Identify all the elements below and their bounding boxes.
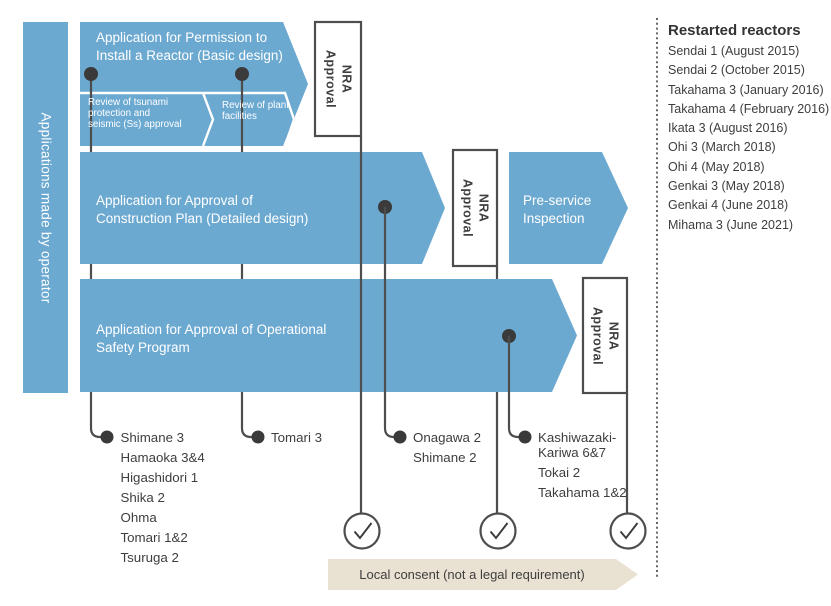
- nra-approval-box-2: [451, 148, 499, 268]
- sub-review-dividers: [80, 91, 296, 147]
- connector-safety-list: [507, 336, 519, 439]
- list-dot: [393, 430, 407, 444]
- plant-review-reactor-list: Tomari 3: [271, 430, 322, 450]
- milestone-dot: [84, 67, 98, 81]
- review-tsunami-label: Review of tsunami protection and seismic…: [88, 96, 182, 130]
- check-circle-1: [343, 512, 381, 550]
- restarted-reactors-list: Sendai 1 (August 2015) Sendai 2 (October …: [668, 44, 829, 237]
- list-dot: [251, 430, 265, 444]
- list-item: Sendai 2 (October 2015): [668, 63, 805, 78]
- consent-checks: [343, 512, 647, 550]
- list-item: Onagawa 2: [413, 429, 482, 445]
- list-item: Ohi 3 (March 2018): [668, 140, 776, 155]
- stage1-title: Application for Permission to Install a …: [96, 30, 283, 63]
- check-icon: [489, 522, 509, 540]
- review-plant-label: Review of plant facilities: [222, 99, 289, 122]
- operator-bar: [23, 22, 68, 393]
- list-item: Sendai 1 (August 2015): [668, 44, 800, 58]
- restarted-reactors-title: Restarted reactors: [668, 21, 801, 39]
- check-icon: [353, 522, 373, 540]
- list-item: Takahama 3 (January 2016): [668, 82, 824, 97]
- list-item: Hamaoka 3&4: [120, 449, 205, 465]
- local-consent-label: Local consent (not a legal requirement): [359, 567, 585, 582]
- list-item: Tomari 3: [271, 429, 322, 445]
- nra-approval-label-1: NRA Approval: [324, 49, 354, 109]
- stage1-milestones: [84, 67, 249, 146]
- list-item: Tokai 2: [538, 464, 581, 480]
- stage2-arrow: [80, 152, 445, 264]
- list-dots: [100, 430, 532, 444]
- check-circle-2: [479, 512, 517, 550]
- list-item: Ikata 3 (August 2016): [668, 121, 788, 136]
- construction-stage-reactor-list: Onagawa 2 Shimane 2: [413, 430, 481, 470]
- list-item: Mihama 3 (June 2021): [668, 217, 794, 232]
- stage3-arrow: [80, 279, 577, 392]
- list-dot: [518, 430, 532, 444]
- nra-approval-label-2: NRA Approval: [461, 178, 491, 238]
- nra-approval-box-1: [313, 20, 363, 138]
- list-item: Ohi 4 (May 2018): [668, 159, 765, 174]
- connector-install-list: [89, 146, 101, 439]
- list-item: Tsuruga 2: [120, 549, 179, 565]
- list-item: Takahama 1&2: [538, 484, 627, 500]
- sub-review-outline: [80, 91, 296, 147]
- list-item: Tomari 1&2: [120, 529, 188, 545]
- list-item: Genkai 3 (May 2018): [668, 179, 785, 194]
- stage3-title: Application for Approval of Operational …: [96, 322, 327, 355]
- pre-service-title: Pre-service Inspection: [523, 193, 592, 226]
- local-consent-arrow: [328, 559, 638, 590]
- nra-approval-label-3: NRA Approval: [591, 306, 621, 365]
- list-item: Shika 2: [120, 489, 165, 505]
- sub-review-chevron: [201, 92, 215, 147]
- list-dot: [100, 430, 114, 444]
- operator-bar-label: Applications made by operator: [38, 111, 53, 304]
- nra-approval-box-3: [581, 276, 629, 395]
- list-item: Higashidori 1: [120, 469, 199, 485]
- milestone-dot: [235, 67, 249, 81]
- stage2-title: Application for Approval of Construction…: [96, 193, 309, 226]
- list-item: Ohma: [120, 509, 157, 525]
- pre-service-arrow: [509, 152, 628, 264]
- list-item: Takahama 4 (February 2016): [668, 101, 830, 116]
- connector-tomari-list: [240, 146, 252, 439]
- check-circle-3: [609, 512, 647, 550]
- check-icon: [619, 522, 639, 540]
- list-item: Kashiwazaki- Kariwa 6&7: [538, 429, 617, 460]
- list-item: Shimane 2: [413, 449, 477, 465]
- list-item: Shimane 3: [120, 429, 185, 445]
- list-item: Genkai 4 (June 2018): [668, 198, 789, 213]
- stage1-arrow: [80, 22, 308, 146]
